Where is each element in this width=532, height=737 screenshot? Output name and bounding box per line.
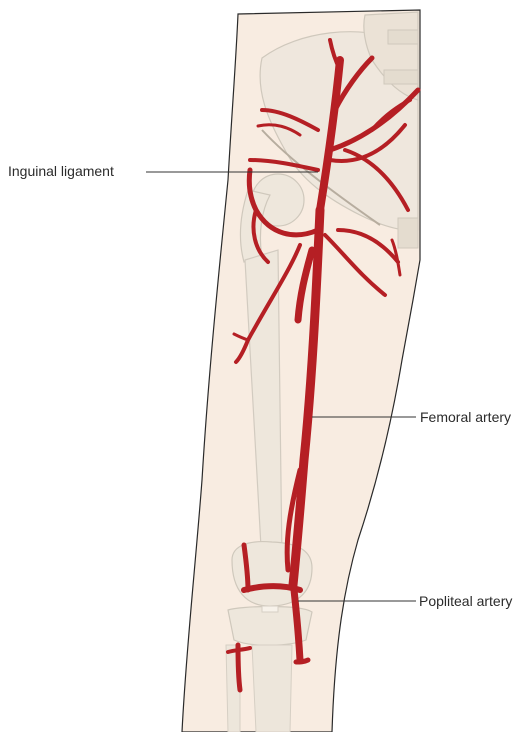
pubic-bone — [398, 218, 418, 248]
inguinal-ligament-label: Inguinal ligament — [8, 163, 114, 179]
popliteal-artery-label: Popliteal artery — [419, 593, 512, 609]
femoral-artery-label: Femoral artery — [420, 409, 511, 425]
vertebra — [388, 30, 418, 44]
tibia-shaft — [252, 645, 292, 732]
genicular-branch — [296, 660, 308, 662]
vertebra — [384, 70, 418, 84]
knee-joint-mark — [262, 606, 278, 612]
